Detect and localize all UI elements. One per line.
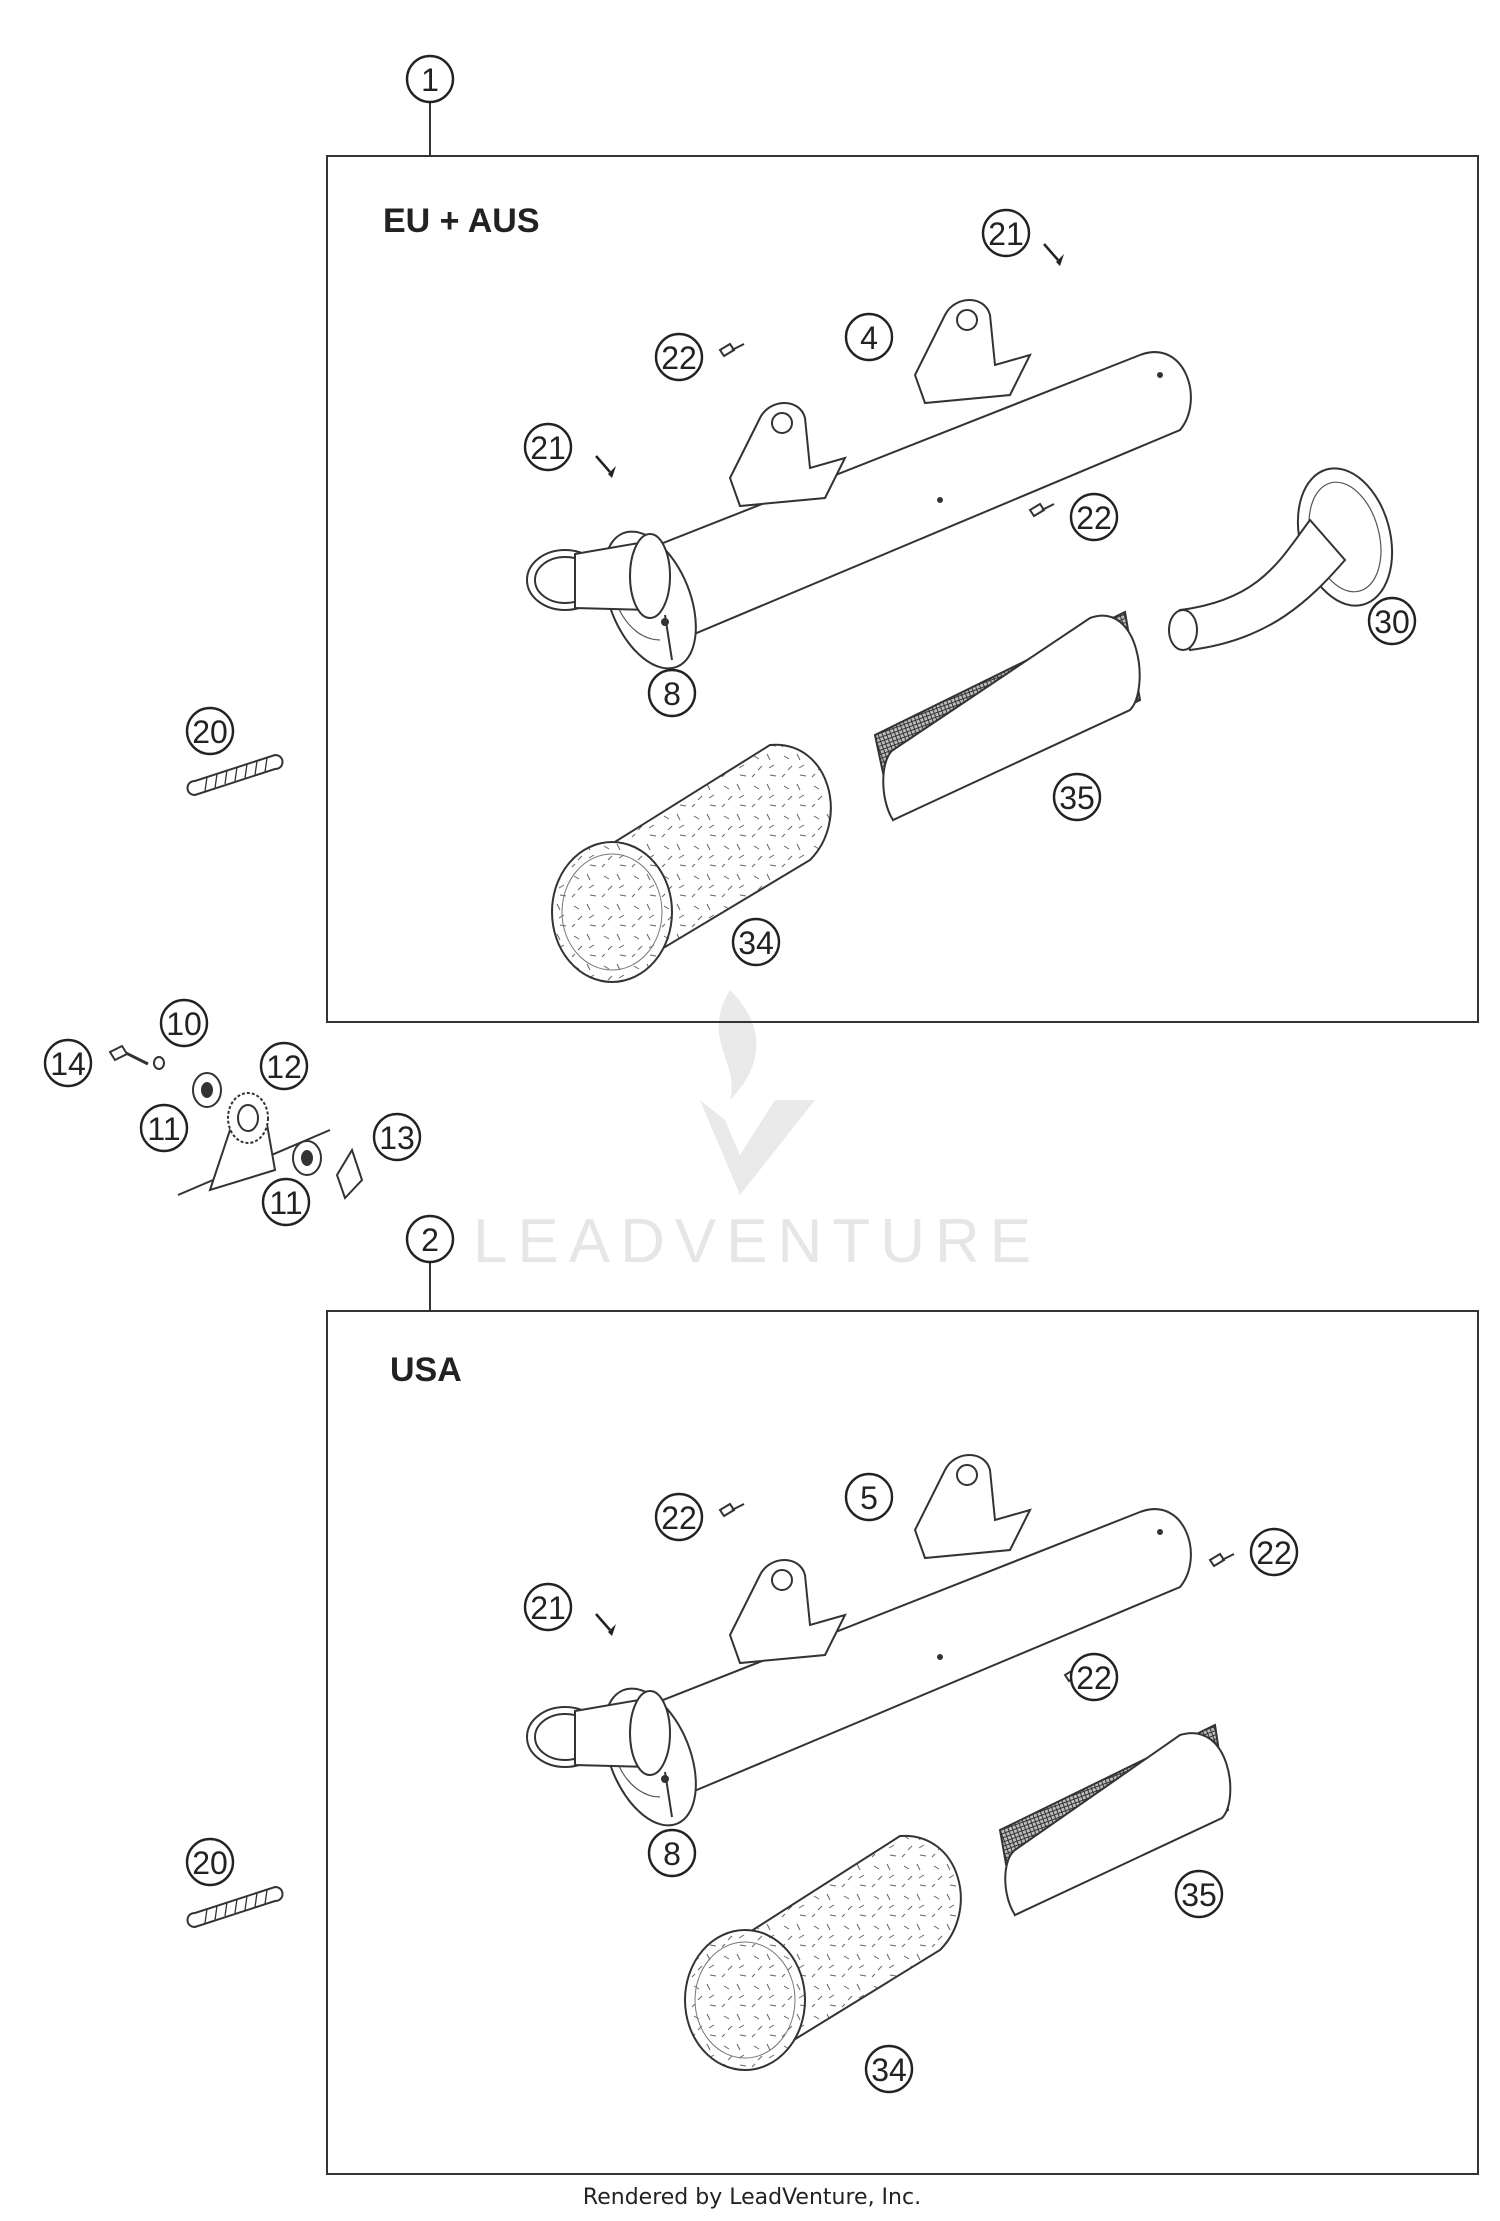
svg-text:14: 14 <box>50 1046 86 1082</box>
svg-text:20: 20 <box>192 714 228 750</box>
svg-text:35: 35 <box>1059 780 1095 816</box>
region-label-usa: USA <box>390 1351 462 1389</box>
svg-text:12: 12 <box>266 1049 302 1085</box>
foam-part-34[interactable] <box>551 743 832 983</box>
callout-22[interactable]: 22 <box>1249 1527 1299 1577</box>
callout-1[interactable]: 1 <box>405 54 455 104</box>
region-label-eu-aus: EU + AUS <box>383 202 540 240</box>
callout-22[interactable]: 22 <box>1069 492 1119 542</box>
mount-bracket <box>729 402 846 507</box>
spring-part-20[interactable] <box>186 754 284 796</box>
callout-35[interactable]: 35 <box>1052 772 1102 822</box>
svg-text:35: 35 <box>1181 1877 1217 1913</box>
mount-bracket <box>914 299 1031 404</box>
callout-2[interactable]: 2 <box>405 1214 455 1264</box>
svg-text:21: 21 <box>530 1590 566 1626</box>
callout-8[interactable]: 8 <box>647 1828 697 1878</box>
callout-22[interactable]: 22 <box>654 332 704 382</box>
packing-part-35[interactable] <box>998 1723 1232 1917</box>
svg-text:34: 34 <box>871 2052 907 2088</box>
nut-part-13[interactable] <box>335 1147 364 1200</box>
callout-21[interactable]: 21 <box>981 208 1031 258</box>
foam-part-34[interactable] <box>684 1834 962 2072</box>
callout-8[interactable]: 8 <box>647 668 697 718</box>
svg-text:22: 22 <box>661 340 697 376</box>
svg-text:1: 1 <box>421 62 439 98</box>
callout-20[interactable]: 20 <box>185 706 235 756</box>
leader-line <box>664 614 673 661</box>
svg-text:2: 2 <box>421 1222 439 1258</box>
callout-21[interactable]: 21 <box>523 1582 573 1632</box>
mounting-hardware: 14 10 12 11 13 11 <box>43 998 422 1227</box>
svg-text:21: 21 <box>988 216 1024 252</box>
svg-text:11: 11 <box>269 1185 302 1221</box>
callout-34[interactable]: 34 <box>731 917 781 967</box>
spring-part-20[interactable] <box>186 1886 284 1928</box>
mount-bracket <box>729 1559 846 1664</box>
callout-22[interactable]: 22 <box>654 1492 704 1542</box>
region-eu-aus: 1 EU + AUS <box>326 54 1479 1023</box>
mount-bracket <box>914 1454 1031 1559</box>
svg-text:20: 20 <box>192 1845 228 1881</box>
callout-11[interactable]: 11 <box>261 1177 311 1227</box>
leader-line <box>664 1771 673 1818</box>
callout-12[interactable]: 12 <box>259 1041 309 1091</box>
svg-text:11: 11 <box>147 1111 180 1147</box>
footer-credit: Rendered by LeadVenture, Inc. <box>583 2185 921 2210</box>
watermark: LEADVENTURE <box>473 990 1041 1276</box>
grommet-part-11[interactable] <box>292 1140 322 1176</box>
region-frame-usa <box>326 1310 1479 2175</box>
screw-part-14[interactable] <box>108 1044 149 1066</box>
callout-20[interactable]: 20 <box>185 1837 235 1887</box>
watermark-text: LEADVENTURE <box>473 1207 1041 1276</box>
svg-text:21: 21 <box>530 430 566 466</box>
callout-10[interactable]: 10 <box>159 998 209 1048</box>
packing-part-35[interactable] <box>873 610 1142 822</box>
rivet-21 <box>594 454 618 480</box>
callout-14[interactable]: 14 <box>43 1038 93 1088</box>
svg-text:22: 22 <box>661 1500 697 1536</box>
svg-text:10: 10 <box>166 1006 202 1042</box>
callout-5[interactable]: 5 <box>844 1472 894 1522</box>
callout-35[interactable]: 35 <box>1174 1869 1224 1919</box>
callout-30[interactable]: 30 <box>1367 596 1417 646</box>
svg-text:30: 30 <box>1374 604 1410 640</box>
bolt-22 <box>1029 503 1055 517</box>
svg-text:8: 8 <box>663 676 681 712</box>
header-pipe-part-30[interactable] <box>1168 458 1407 652</box>
callout-34[interactable]: 34 <box>864 2044 914 2094</box>
callout-22[interactable]: 22 <box>1069 1652 1119 1702</box>
rivet-21 <box>1042 242 1066 268</box>
region-usa: 2 USA 22 5 22 21 22 8 <box>326 1214 1479 2175</box>
svg-text:22: 22 <box>1076 500 1112 536</box>
svg-text:22: 22 <box>1076 1660 1112 1696</box>
callout-4[interactable]: 4 <box>844 312 894 362</box>
bolt-22 <box>1209 1553 1235 1567</box>
callout-21[interactable]: 21 <box>523 422 573 472</box>
grommet-part-11[interactable] <box>192 1072 222 1108</box>
callout-13[interactable]: 13 <box>372 1112 422 1162</box>
svg-text:34: 34 <box>738 925 774 961</box>
bolt-22 <box>719 1503 745 1517</box>
bushing-part-12[interactable] <box>227 1092 269 1144</box>
region-frame-eu-aus <box>326 155 1479 1023</box>
callout-11[interactable]: 11 <box>139 1103 189 1153</box>
rivet-21 <box>594 1612 618 1638</box>
svg-text:22: 22 <box>1256 1535 1292 1571</box>
bolt-22 <box>719 343 745 357</box>
svg-text:8: 8 <box>663 1836 681 1872</box>
svg-text:5: 5 <box>860 1480 878 1516</box>
svg-text:4: 4 <box>860 320 878 356</box>
svg-text:13: 13 <box>379 1120 415 1156</box>
washer-part-10[interactable] <box>153 1056 165 1070</box>
